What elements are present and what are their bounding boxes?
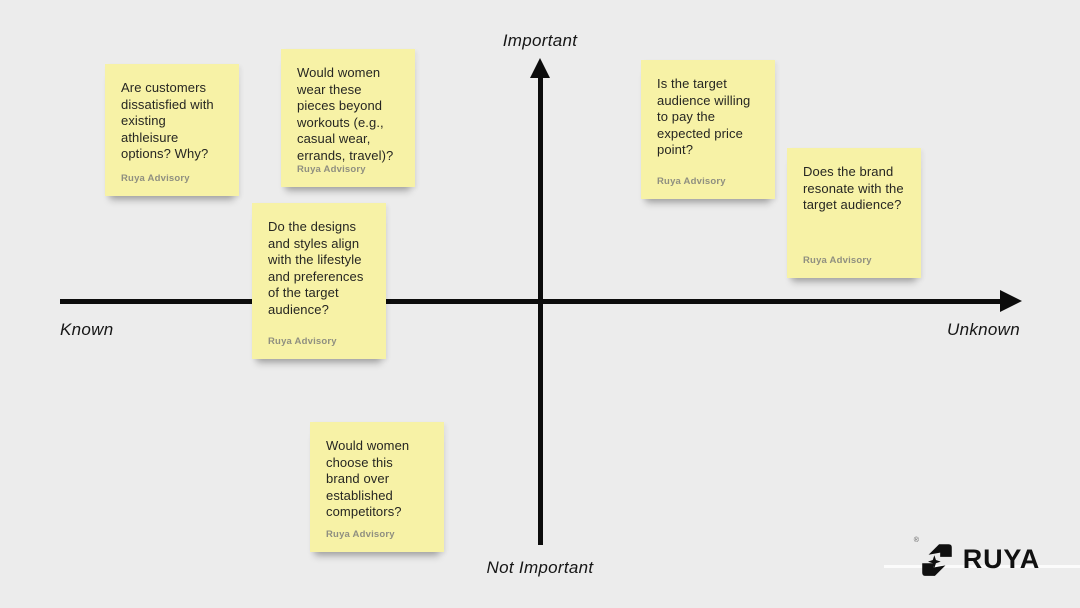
- axis-label-known: Known: [60, 320, 114, 339]
- sticky-note: Would women wear these pieces beyond wor…: [281, 49, 415, 187]
- sticky-note-text: Would women choose this brand over estab…: [326, 438, 410, 519]
- sticky-note-author: Ruya Advisory: [803, 255, 872, 266]
- axis-arrow-right-icon: [1000, 290, 1022, 312]
- horizontal-axis-line: [60, 299, 1002, 304]
- ruya-logo-text: RUYA: [962, 543, 1040, 574]
- sticky-note-author: Ruya Advisory: [121, 173, 190, 184]
- sticky-note-text: Does the brand resonate with the target …: [803, 164, 904, 212]
- sticky-note: Does the brand resonate with the target …: [787, 148, 921, 278]
- sticky-note: Would women choose this brand over estab…: [310, 422, 444, 552]
- sticky-note: Do the designs and styles align with the…: [252, 203, 386, 359]
- sticky-note-text: Is the target audience willing to pay th…: [657, 76, 751, 157]
- axis-label-important: Important: [502, 31, 578, 50]
- logo-underline: [884, 565, 1080, 568]
- sticky-note-text: Would women wear these pieces beyond wor…: [297, 65, 394, 163]
- sticky-note-author: Ruya Advisory: [326, 529, 395, 540]
- ruya-logo-icon: ®: [914, 537, 956, 578]
- sticky-note-author: Ruya Advisory: [297, 164, 366, 175]
- registered-trademark-symbol: ®: [913, 537, 919, 544]
- sticky-note-author: Ruya Advisory: [268, 336, 337, 347]
- sticky-note: Is the target audience willing to pay th…: [641, 60, 775, 199]
- sticky-note: Are customers dissatisfied with existing…: [105, 64, 239, 196]
- vertical-axis-line: [538, 74, 543, 545]
- sticky-note-text: Do the designs and styles align with the…: [268, 219, 364, 317]
- axis-arrow-up-icon: [530, 58, 550, 78]
- axis-label-not-important: Not Important: [486, 558, 594, 577]
- axis-label-unknown: Unknown: [947, 320, 1020, 339]
- ruya-logo: ® RUYA: [914, 537, 1040, 578]
- sticky-note-text: Are customers dissatisfied with existing…: [121, 80, 214, 161]
- sticky-note-author: Ruya Advisory: [657, 176, 726, 187]
